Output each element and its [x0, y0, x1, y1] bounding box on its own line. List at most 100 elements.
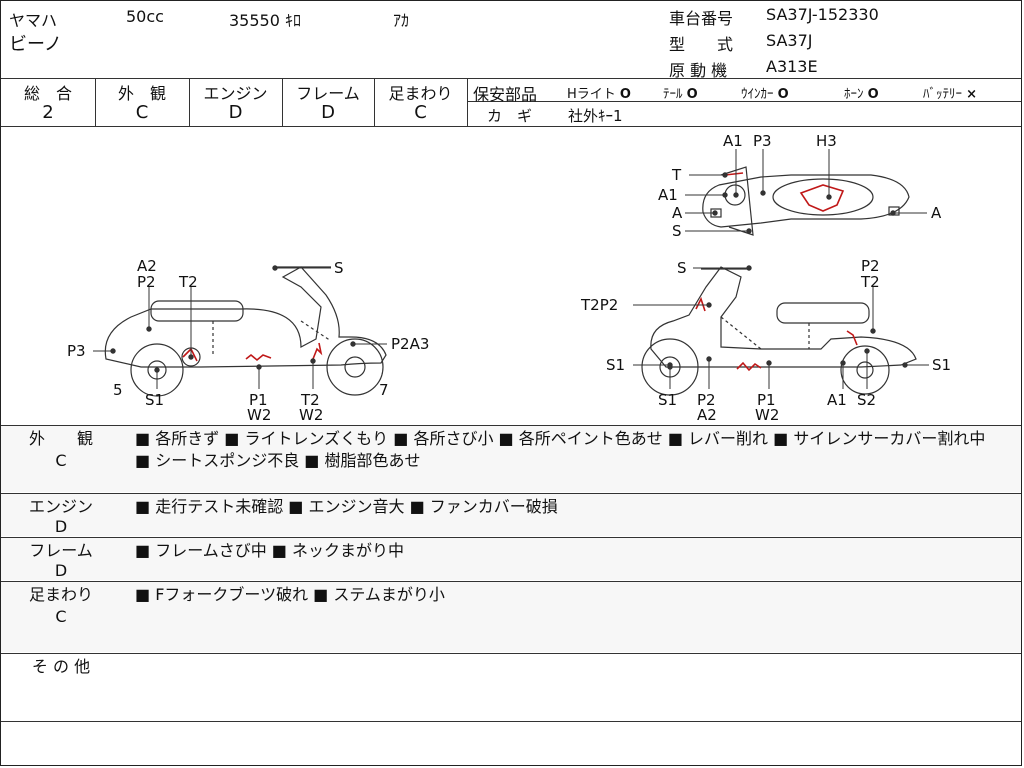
section-suspension: 足まわり C ■ Fフォークブーツ破れ ■ ステムまがり小	[1, 582, 1021, 652]
safety-label: 保安部品	[473, 85, 538, 104]
frame-no: SA37J-152330	[766, 5, 879, 24]
section-grade: D	[54, 517, 68, 536]
damage-right-front	[695, 296, 706, 312]
suspension-grade-value: C	[414, 102, 427, 123]
diagram-label: A	[672, 204, 683, 222]
damage-left-floor	[245, 353, 272, 362]
safety-winker: ｳｲﾝｶｰ O	[741, 87, 789, 102]
diagram-label: A	[931, 204, 942, 222]
safety-battery: ﾊﾞｯﾃﾘｰ ×	[923, 87, 978, 102]
divider	[1, 537, 1021, 538]
frame-grade-label: フレーム	[296, 84, 360, 103]
diagram-label: 7	[379, 381, 389, 399]
damage-top-front	[724, 172, 744, 176]
diagram-label: T2P2	[580, 296, 618, 314]
safety-headlight: Hライト O	[567, 87, 631, 102]
color: ｱｶ	[393, 11, 410, 30]
right-view-dashed	[720, 316, 810, 350]
frame-grade-value: D	[321, 102, 335, 123]
diagram-label: P1	[757, 391, 776, 409]
diagram-label: A1	[827, 391, 847, 409]
divider	[1, 493, 1021, 494]
section-body: ■ 各所きず ■ ライトレンズくもり ■ 各所さび小 ■ 各所ペイント色あせ ■…	[135, 429, 986, 470]
diagram-label: W2	[247, 406, 271, 424]
section-other: そ の 他	[1, 654, 1021, 720]
diagram-label: S	[677, 259, 687, 277]
diagram-label: P1	[249, 391, 268, 409]
section-grade: C	[55, 607, 67, 626]
section-frame: フレーム D ■ フレームさび中 ■ ネックまがり中	[1, 538, 1021, 580]
divider	[467, 101, 1021, 102]
diagram-label: P3	[753, 132, 772, 150]
model-name: ビーノ	[9, 34, 62, 55]
left-view-dashed	[212, 320, 332, 357]
engine-label: 原 動 機	[669, 61, 728, 80]
diagram-label: A2	[137, 257, 157, 275]
diagram-label: H3	[816, 132, 837, 150]
section-exterior: 外 観 C ■ 各所きず ■ ライトレンズくもり ■ 各所さび小 ■ 各所ペイン…	[1, 426, 1021, 492]
section-head: フレーム	[29, 541, 93, 560]
right-view-front-wheel	[641, 338, 699, 396]
diagram-label: S	[672, 222, 682, 240]
diagram-label: P2	[137, 273, 156, 291]
section-grade: C	[55, 451, 67, 470]
diagram-label: T2	[860, 273, 880, 291]
divider	[1, 425, 1021, 426]
section-grade: D	[54, 561, 68, 580]
section-body: ■ Fフォークブーツ破れ ■ ステムまがり小	[135, 585, 445, 604]
divider	[95, 78, 96, 126]
divider	[1, 721, 1021, 722]
diagram-label: P2	[861, 257, 880, 275]
section-head: 外 観	[28, 429, 93, 448]
diagram-label: P2	[697, 391, 716, 409]
damage-left-front	[312, 342, 323, 360]
diagram-label: A1	[658, 186, 678, 204]
right-view-seat	[776, 302, 870, 324]
diagram-label: S1	[606, 356, 625, 374]
top-view-seat	[772, 178, 874, 216]
divider	[282, 78, 283, 126]
diagram-label: A1	[723, 132, 743, 150]
key-value: 社外ｷｰ1	[568, 107, 623, 125]
right-view-rear-hub	[856, 361, 874, 379]
diagram-label: W2	[755, 406, 779, 424]
exterior-label: 外 観	[117, 84, 166, 103]
damage-seat-top	[799, 184, 845, 212]
diagram-label: S1	[658, 391, 677, 409]
displacement: 50cc	[126, 7, 164, 26]
section-engine: エンジン D ■ 走行テスト未確認 ■ エンジン音大 ■ ファンカバー破損	[1, 494, 1021, 536]
left-view-body	[104, 266, 387, 368]
section-head: 足まわり	[28, 585, 93, 604]
type-value: SA37J	[766, 31, 813, 50]
frame-no-label: 車台番号	[669, 9, 734, 28]
diagram-label: T	[671, 166, 682, 184]
diagram-label: S	[334, 259, 344, 277]
overall-value: 2	[42, 102, 54, 123]
section-body: ■ フレームさび中 ■ ネックまがり中	[135, 541, 405, 560]
section-head: そ の 他	[31, 657, 91, 676]
divider	[374, 78, 375, 126]
left-view-seat	[150, 300, 244, 322]
overall-label: 総 合	[23, 84, 72, 103]
diagram-label: T2	[300, 391, 320, 409]
left-view-front-wheel	[326, 338, 384, 396]
maker: ヤマハ	[9, 11, 58, 30]
diagram-label: T2	[178, 273, 198, 291]
diagram-label: S1	[145, 391, 164, 409]
engine-value: A313E	[766, 57, 818, 76]
engine-grade-value: D	[228, 102, 243, 123]
safety-horn: ﾎｰﾝ O	[844, 87, 879, 102]
key-label: カ ギ	[487, 107, 533, 125]
left-view-front-hub	[344, 356, 366, 378]
divider	[1, 653, 1021, 654]
diagram-label: A2	[697, 406, 717, 424]
right-view-rear-wheel	[840, 345, 890, 395]
divider	[1, 581, 1021, 582]
section-body: ■ 走行テスト未確認 ■ エンジン音大 ■ ファンカバー破損	[135, 497, 558, 516]
diagram-label: W2	[299, 406, 323, 424]
diagram-label: P3	[67, 342, 86, 360]
divider	[1, 78, 1021, 79]
divider	[467, 78, 468, 126]
type-label: 型 式	[669, 35, 734, 54]
